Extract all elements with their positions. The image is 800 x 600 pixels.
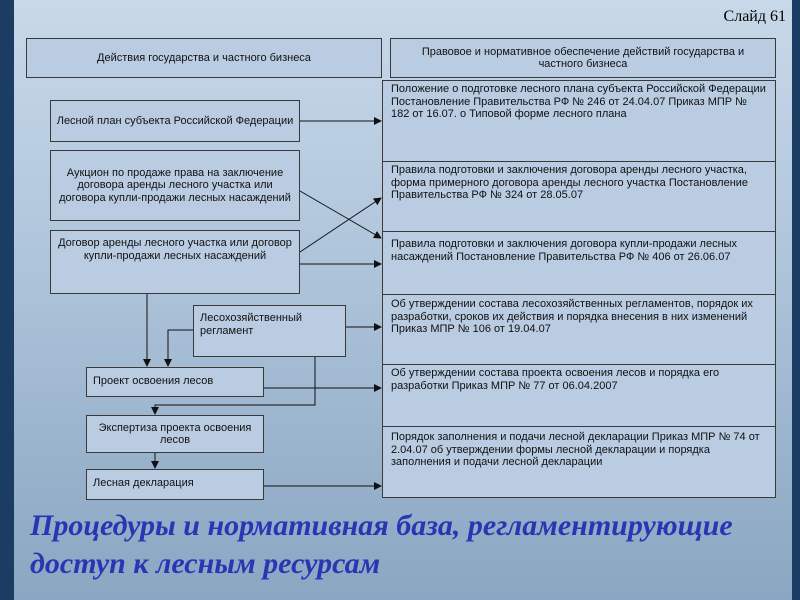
header-left-box: Действия государства и частного бизнеса bbox=[26, 38, 382, 78]
declaration-text: Лесная декларация bbox=[93, 477, 194, 489]
arrow-auction-to-sale-reg bbox=[299, 190, 382, 239]
left-frame-bar bbox=[0, 0, 14, 600]
regulation-row-sale: Правила подготовки и заключения договора… bbox=[383, 231, 775, 294]
auction-text: Аукцион по продаже права на заключение д… bbox=[59, 166, 291, 204]
header-right-text: Правовое и нормативное обеспечение дейст… bbox=[421, 45, 745, 71]
slide-number: Слайд 61 bbox=[723, 8, 786, 25]
regulation-row-text: Порядок заполнения и подачи лесной декла… bbox=[391, 431, 760, 468]
regulation-row-text: Об утверждении состава лесохозяйственных… bbox=[391, 298, 753, 335]
declaration-box: Лесная декларация bbox=[86, 469, 264, 500]
regulation-row-text: Об утверждении состава проекта освоения … bbox=[391, 367, 720, 392]
regulation-row-forestry-rules: Об утверждении состава лесохозяйственных… bbox=[383, 294, 775, 364]
regulation-text: Лесохозяйственный регламент bbox=[200, 312, 303, 337]
arrow-contract-to-lease-reg bbox=[299, 197, 382, 253]
slide-title: Процедуры и нормативная база, регламенти… bbox=[30, 509, 733, 580]
expertise-text: Экспертиза проекта освоения лесов bbox=[98, 421, 252, 447]
arrow-regulation-to-project bbox=[164, 329, 193, 367]
forest-plan-text: Лесной план субъекта Российской Федераци… bbox=[56, 114, 294, 127]
regulation-row-declaration: Порядок заполнения и подачи лесной декла… bbox=[383, 426, 775, 497]
project-text: Проект освоения лесов bbox=[93, 375, 214, 387]
contract-text: Договор аренды лесного участка или догов… bbox=[58, 237, 292, 262]
auction-box: Аукцион по продаже права на заключение д… bbox=[50, 150, 300, 221]
forest-plan-box: Лесной план субъекта Российской Федераци… bbox=[50, 100, 300, 142]
regulation-row-forest-plan: Положение о подготовке лесного плана суб… bbox=[383, 81, 775, 161]
contract-box: Договор аренды лесного участка или догов… bbox=[50, 230, 300, 294]
regulation-table: Положение о подготовке лесного плана суб… bbox=[382, 80, 776, 498]
header-left-text: Действия государства и частного бизнеса bbox=[97, 51, 311, 64]
arrow-project-to-expertise bbox=[151, 357, 316, 415]
regulation-row-lease: Правила подготовки и заключения договора… bbox=[383, 161, 775, 231]
regulation-row-text: Правила подготовки и заключения договора… bbox=[391, 238, 738, 263]
regulation-row-text: Правила подготовки и заключения договора… bbox=[391, 164, 749, 201]
project-box: Проект освоения лесов bbox=[86, 367, 264, 397]
regulation-box: Лесохозяйственный регламент bbox=[193, 305, 346, 357]
expertise-box: Экспертиза проекта освоения лесов bbox=[86, 415, 264, 453]
regulation-row-project: Об утверждении состава проекта освоения … bbox=[383, 364, 775, 426]
regulation-row-text: Положение о подготовке лесного плана суб… bbox=[391, 83, 766, 120]
right-frame-bar bbox=[792, 0, 800, 600]
header-right-box: Правовое и нормативное обеспечение дейст… bbox=[390, 38, 776, 78]
